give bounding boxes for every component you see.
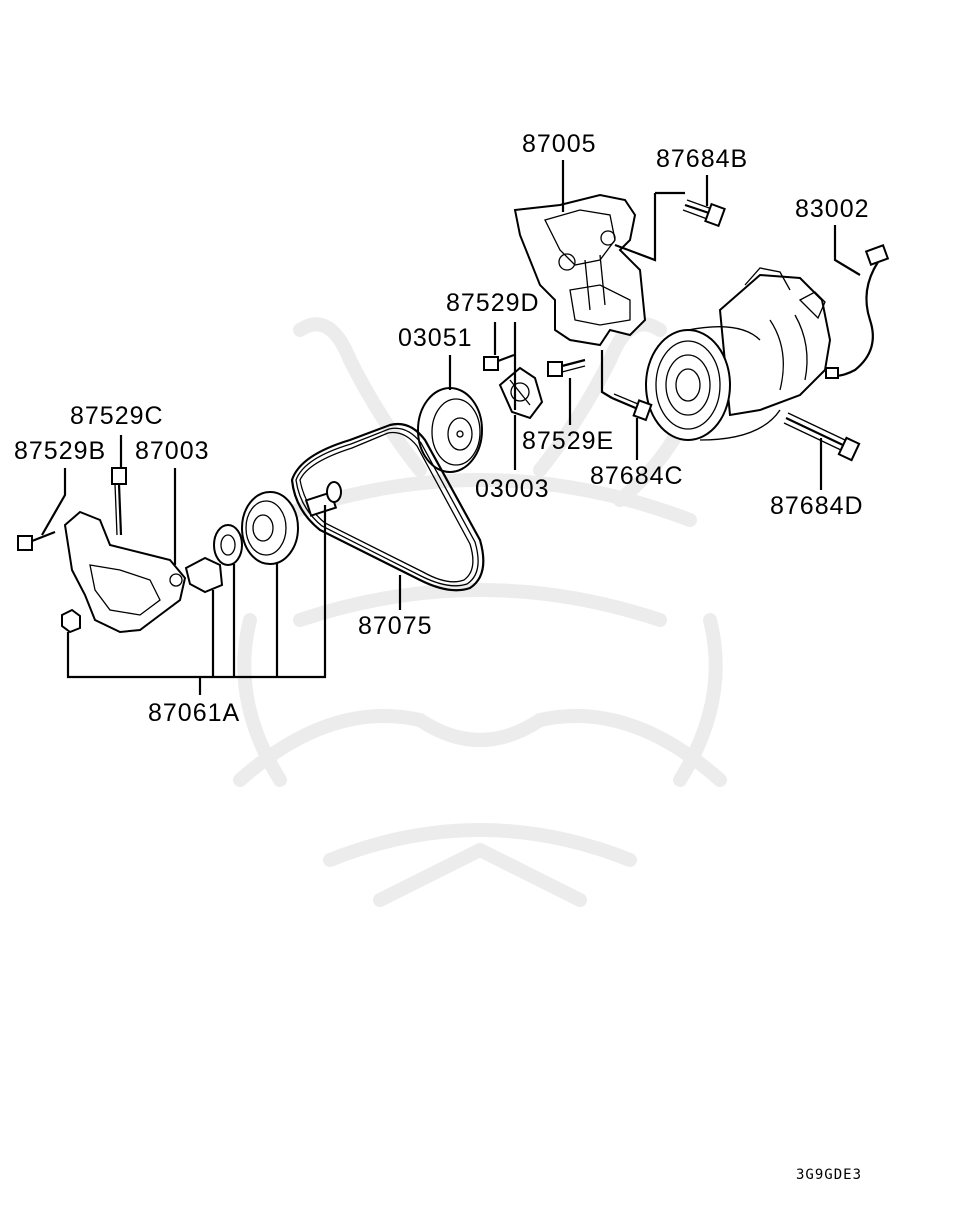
compressor-bracket-87005[interactable] <box>513 193 647 347</box>
idler-spacer[interactable] <box>184 556 224 594</box>
bolt-87529B[interactable] <box>17 530 56 551</box>
label-03051: 03051 <box>398 324 473 352</box>
label-87529D: 87529D <box>446 289 540 317</box>
label-87061A: 87061A <box>148 699 240 727</box>
label-87003: 87003 <box>135 437 210 465</box>
label-87684D: 87684D <box>770 492 864 520</box>
bolt-87529C[interactable] <box>111 467 127 536</box>
label-87529E: 87529E <box>522 427 614 455</box>
bolt-87529E[interactable] <box>547 358 586 377</box>
ac-compressor[interactable] <box>645 267 832 441</box>
label-87075: 87075 <box>358 612 433 640</box>
bolt-87684B[interactable] <box>682 199 726 228</box>
pulley-03051[interactable] <box>417 387 483 473</box>
nut[interactable] <box>61 608 81 634</box>
idler-shaft[interactable] <box>304 481 342 517</box>
sensor-wire-83002[interactable] <box>825 244 890 379</box>
label-87005: 87005 <box>522 130 597 158</box>
bolt-87684D[interactable] <box>783 412 861 462</box>
bolt-87529D[interactable] <box>483 353 515 371</box>
idler-bearing[interactable] <box>213 524 243 566</box>
drawing-code: 3G9GDE3 <box>796 1167 862 1183</box>
pulley-hub-03003[interactable] <box>498 366 544 420</box>
label-87529B: 87529B <box>14 437 106 465</box>
label-87684C: 87684C <box>590 462 684 490</box>
bolt-87684C[interactable] <box>611 393 653 422</box>
label-87529C: 87529C <box>70 402 164 430</box>
tensioner-bracket-87003[interactable] <box>63 510 187 634</box>
idler-pulley[interactable] <box>241 491 299 565</box>
label-83002: 83002 <box>795 195 870 223</box>
leader-lines <box>41 160 861 695</box>
label-03003: 03003 <box>475 475 550 503</box>
label-87684B: 87684B <box>656 145 748 173</box>
